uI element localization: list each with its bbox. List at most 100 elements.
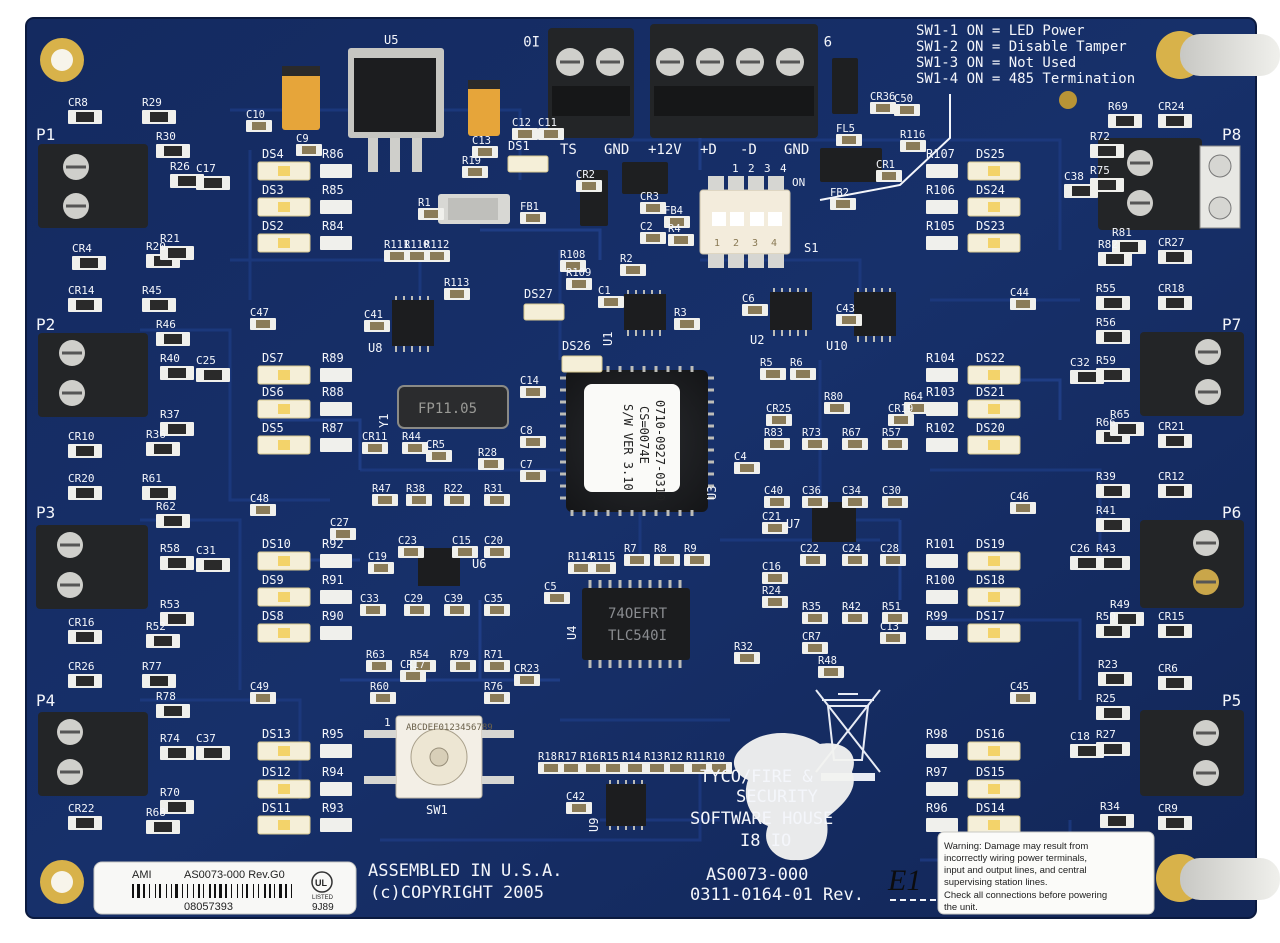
- smd-body: [412, 496, 426, 504]
- smd-body: [518, 130, 532, 138]
- rotary-dial-text: ABCDEF0123456789: [406, 723, 493, 733]
- ref-u7: U7: [786, 517, 800, 531]
- smd-label-right: C38: [1064, 170, 1084, 183]
- resistor-label-right: R105: [926, 219, 955, 233]
- right-terminal-screws: [1127, 145, 1241, 786]
- resistor-label-right: R98: [926, 727, 948, 741]
- smd-body: [1078, 372, 1096, 382]
- barcode-bar: [132, 884, 134, 898]
- smd-body: [586, 764, 600, 772]
- smd-components: [68, 102, 1192, 834]
- barcode-bar: [269, 884, 271, 898]
- warning-line-2: incorrectly wiring power terminals,: [944, 853, 1087, 864]
- smd-label-center: R109: [566, 267, 591, 279]
- smd-body: [164, 516, 182, 526]
- smd-label-left: R45: [142, 284, 162, 297]
- smd-label-right: R69: [1108, 100, 1128, 113]
- smd-body: [526, 214, 540, 222]
- led-mid: [507, 155, 549, 173]
- led-label-left: DS11: [262, 801, 291, 815]
- smd-label-center: R31: [484, 483, 503, 495]
- smd-body: [1118, 614, 1136, 624]
- smd-body: [848, 498, 862, 506]
- dip-pos-1: 1: [714, 238, 720, 249]
- label-gnd-b: GND: [784, 142, 809, 158]
- resistor-label-left: R95: [322, 727, 344, 741]
- smd-body: [1108, 816, 1126, 826]
- smd-body: [366, 606, 380, 614]
- smd-label-right: R25: [1096, 692, 1116, 705]
- smd-body: [772, 416, 786, 424]
- smd-body: [416, 662, 430, 670]
- port-p4: P4: [36, 691, 55, 710]
- resistor-label-right: R103: [926, 385, 955, 399]
- port-p2: P2: [36, 315, 55, 334]
- led-lens: [988, 592, 1000, 602]
- led-label-right: DS20: [976, 421, 1005, 435]
- smd-body: [178, 176, 196, 186]
- resistor-label-right: R101: [926, 537, 955, 551]
- smd-body: [572, 804, 586, 812]
- smd-label-center: C34: [842, 485, 861, 497]
- dip-switch-labels: S1 ON 1 2 3 4 1 2 3 4: [714, 162, 818, 255]
- smd-body: [740, 654, 754, 662]
- smd-body: [204, 370, 222, 380]
- smd-body: [430, 252, 444, 260]
- smd-label-center: C39: [444, 593, 463, 605]
- smd-body: [370, 322, 384, 330]
- smd-label-left: R52: [146, 620, 166, 633]
- crystal-ref: Y1: [377, 414, 391, 428]
- smd-body: [712, 764, 726, 772]
- label-io: I0: [523, 32, 540, 48]
- left-terminal-screws: [57, 154, 89, 785]
- smd-label-center: R57: [882, 427, 901, 439]
- smd-body: [168, 424, 186, 434]
- dip-pos-3: 3: [752, 238, 758, 249]
- smd-body: [900, 106, 914, 114]
- smd-body: [76, 446, 94, 456]
- smd-label-center: C5: [544, 581, 557, 593]
- smd-body: [154, 256, 172, 266]
- smd-body: [806, 556, 820, 564]
- smd-body: [768, 574, 782, 582]
- smd-label-center: R7: [624, 543, 637, 555]
- smd-label-right: R59: [1096, 354, 1116, 367]
- smd-body: [808, 614, 822, 622]
- smd-label-center: C49: [250, 681, 269, 693]
- smd-label-left: R36: [146, 428, 166, 441]
- resistor-label-left: R90: [322, 609, 344, 623]
- smd-body: [650, 764, 664, 772]
- smd-body: [168, 614, 186, 624]
- smd-body: [550, 594, 564, 602]
- dip-num-2: 2: [748, 162, 755, 175]
- barcode-bar: [225, 884, 227, 898]
- smd-body: [680, 320, 694, 328]
- smd-label-center: R6: [790, 357, 803, 369]
- smd-label-center: C45: [1010, 681, 1029, 693]
- resistor-left: [320, 438, 352, 452]
- smd-body: [1106, 254, 1124, 264]
- resistor-left: [320, 236, 352, 250]
- smd-label-center: R2: [620, 253, 633, 265]
- smd-body: [1166, 252, 1184, 262]
- mcu-ref: U3: [705, 486, 719, 500]
- led-label-right: DS16: [976, 727, 1005, 741]
- smd-body: [740, 464, 754, 472]
- tyco-line-4: I8 IO: [740, 831, 791, 851]
- led-mid: [523, 303, 565, 321]
- smd-body: [1166, 818, 1184, 828]
- smd-label-center: C28: [880, 543, 899, 555]
- smd-body: [374, 564, 388, 572]
- smd-label-center: C12: [512, 117, 531, 129]
- smd-label-left: R37: [160, 408, 180, 421]
- smd-body: [76, 112, 94, 122]
- smd-body: [408, 444, 422, 452]
- barcode-bar: [193, 884, 194, 898]
- smd-label-center: R114: [568, 551, 593, 563]
- tyco-line-2: SECURITY: [736, 787, 818, 807]
- led-label-right: DS14: [976, 801, 1005, 815]
- smd-body: [1104, 626, 1122, 636]
- tantalum-capacitors: [282, 66, 500, 136]
- u4-label: 74OEFRT TLC540I U4: [565, 606, 668, 644]
- barcode-bar: [149, 884, 150, 898]
